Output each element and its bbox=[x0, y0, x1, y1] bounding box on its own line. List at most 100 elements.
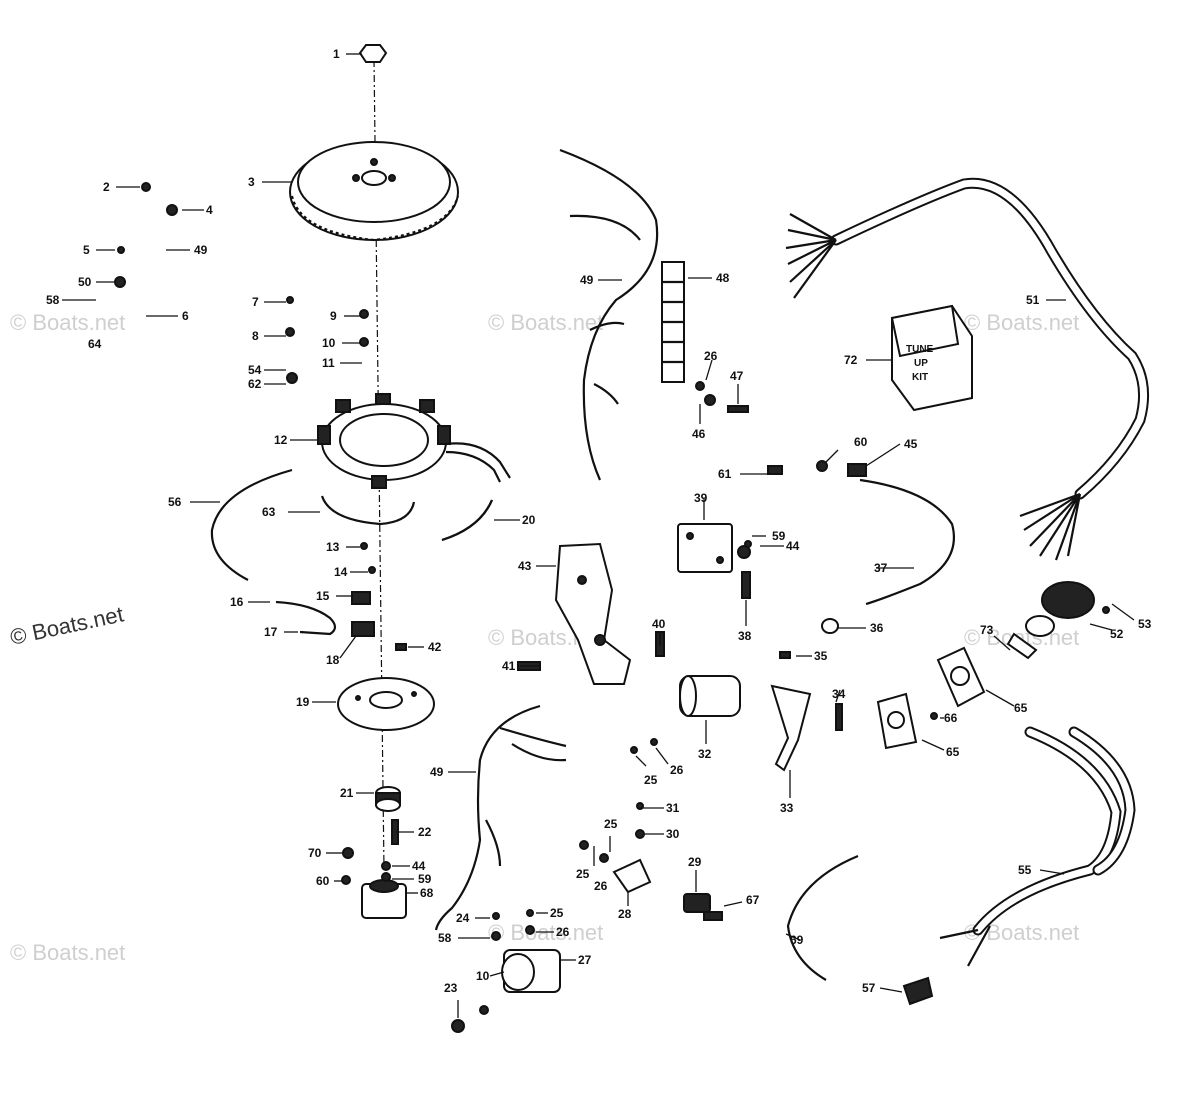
callout-40: 40 bbox=[652, 617, 666, 631]
leader-lines bbox=[62, 53, 1135, 1018]
callout-24: 24 bbox=[456, 911, 470, 925]
callout-65-a: 65 bbox=[1014, 701, 1028, 715]
callout-20: 20 bbox=[522, 513, 536, 527]
clamp-33 bbox=[770, 684, 812, 772]
callout-13: 13 bbox=[326, 540, 340, 554]
callout-26-d: 26 bbox=[704, 349, 718, 363]
callout-59-a: 59 bbox=[772, 529, 786, 543]
callout-22: 22 bbox=[418, 825, 432, 839]
harness-49-lower-branch bbox=[485, 726, 567, 867]
watermark-1: © Boats.net bbox=[10, 310, 125, 335]
callout-44-b: 44 bbox=[412, 859, 426, 873]
callout-32: 32 bbox=[698, 747, 712, 761]
flywheel bbox=[289, 141, 460, 242]
callout-17: 17 bbox=[264, 625, 278, 639]
hose-20 bbox=[441, 499, 494, 542]
callout-68: 68 bbox=[420, 886, 434, 900]
harness-49-lower bbox=[434, 704, 541, 931]
ignition-switch-52 bbox=[1006, 581, 1095, 660]
wire-56 bbox=[210, 468, 293, 581]
callout-53: 53 bbox=[1138, 617, 1152, 631]
plate-65-upper bbox=[936, 646, 986, 708]
callout-8: 8 bbox=[252, 329, 259, 343]
callout-25-c: 25 bbox=[576, 867, 590, 881]
watermark-2: © Boats.net bbox=[488, 310, 603, 335]
bearing bbox=[375, 786, 401, 812]
callout-46: 46 bbox=[692, 427, 706, 441]
callout-66: 66 bbox=[944, 711, 958, 725]
callout-60-a: 60 bbox=[854, 435, 868, 449]
callout-39: 39 bbox=[694, 491, 708, 505]
callout-25-b: 25 bbox=[604, 817, 618, 831]
tune-up-kit-line1: TUNE bbox=[906, 344, 934, 355]
tune-up-kit-line3: KIT bbox=[912, 372, 928, 383]
terminal-block-48 bbox=[661, 261, 685, 383]
callout-29: 29 bbox=[688, 855, 702, 869]
fasteners bbox=[114, 182, 1110, 1033]
callout-6: 6 bbox=[182, 309, 189, 323]
callout-58-a: 58 bbox=[438, 931, 452, 945]
callout-28: 28 bbox=[618, 907, 632, 921]
callout-51: 51 bbox=[1026, 293, 1040, 307]
callout-19: 19 bbox=[296, 695, 310, 709]
callout-1: 1 bbox=[333, 47, 340, 61]
bracket-43 bbox=[554, 542, 632, 685]
callout-58-b: 58 bbox=[46, 293, 60, 307]
callout-15: 15 bbox=[316, 589, 330, 603]
callout-69: 69 bbox=[790, 933, 804, 947]
tune-up-kit-line2: UP bbox=[914, 358, 928, 369]
callout-62: 62 bbox=[248, 377, 262, 391]
callout-54: 54 bbox=[248, 363, 262, 377]
harness-49-upper-branch bbox=[569, 214, 641, 405]
callout-49-b: 49 bbox=[580, 273, 594, 287]
callout-67: 67 bbox=[746, 893, 760, 907]
clip-assembly bbox=[275, 591, 375, 637]
callout-61: 61 bbox=[718, 467, 732, 481]
callout-55: 55 bbox=[1018, 863, 1032, 877]
callout-12: 12 bbox=[274, 433, 288, 447]
callout-34: 34 bbox=[832, 687, 846, 701]
callout-26-c: 26 bbox=[670, 763, 684, 777]
callout-18: 18 bbox=[326, 653, 340, 667]
watermark-7: © Boats.net bbox=[10, 940, 125, 965]
callout-4: 4 bbox=[206, 203, 213, 217]
cable-55 bbox=[939, 726, 1136, 967]
callout-56: 56 bbox=[168, 495, 182, 509]
callout-42: 42 bbox=[428, 640, 442, 654]
tune-up-kit: TUNE UP KIT bbox=[890, 304, 973, 412]
callout-2: 2 bbox=[103, 180, 110, 194]
callout-26-a: 26 bbox=[556, 925, 570, 939]
callout-49-c: 49 bbox=[430, 765, 444, 779]
callout-47: 47 bbox=[730, 369, 744, 383]
callout-44-a: 44 bbox=[786, 539, 800, 553]
callout-23: 23 bbox=[444, 981, 458, 995]
lead-69 bbox=[786, 854, 859, 981]
callout-41: 41 bbox=[502, 659, 516, 673]
callout-52: 52 bbox=[1110, 627, 1124, 641]
callout-33: 33 bbox=[780, 801, 794, 815]
callout-43: 43 bbox=[518, 559, 532, 573]
callout-48: 48 bbox=[716, 271, 730, 285]
wire-63 bbox=[320, 495, 416, 526]
callout-27: 27 bbox=[578, 953, 592, 967]
callout-37: 37 bbox=[874, 561, 888, 575]
cover-29 bbox=[683, 893, 711, 913]
plate-65-lower bbox=[876, 692, 918, 750]
coil-68 bbox=[361, 879, 407, 919]
callout-73: 73 bbox=[980, 623, 994, 637]
hose-20-inner bbox=[441, 499, 494, 542]
callout-3: 3 bbox=[248, 175, 255, 189]
callout-59-b: 59 bbox=[418, 872, 432, 886]
callout-45: 45 bbox=[904, 437, 918, 451]
callout-16: 16 bbox=[230, 595, 244, 609]
callout-49-a: 49 bbox=[194, 243, 208, 257]
watermark-4: © Boats.net bbox=[8, 601, 126, 649]
stator bbox=[317, 393, 511, 489]
callout-30: 30 bbox=[666, 827, 680, 841]
callout-64: 64 bbox=[88, 337, 102, 351]
callout-5: 5 bbox=[83, 243, 90, 257]
callout-11: 11 bbox=[322, 356, 335, 370]
callout-25-a: 25 bbox=[550, 906, 564, 920]
boot-45 bbox=[847, 463, 867, 477]
